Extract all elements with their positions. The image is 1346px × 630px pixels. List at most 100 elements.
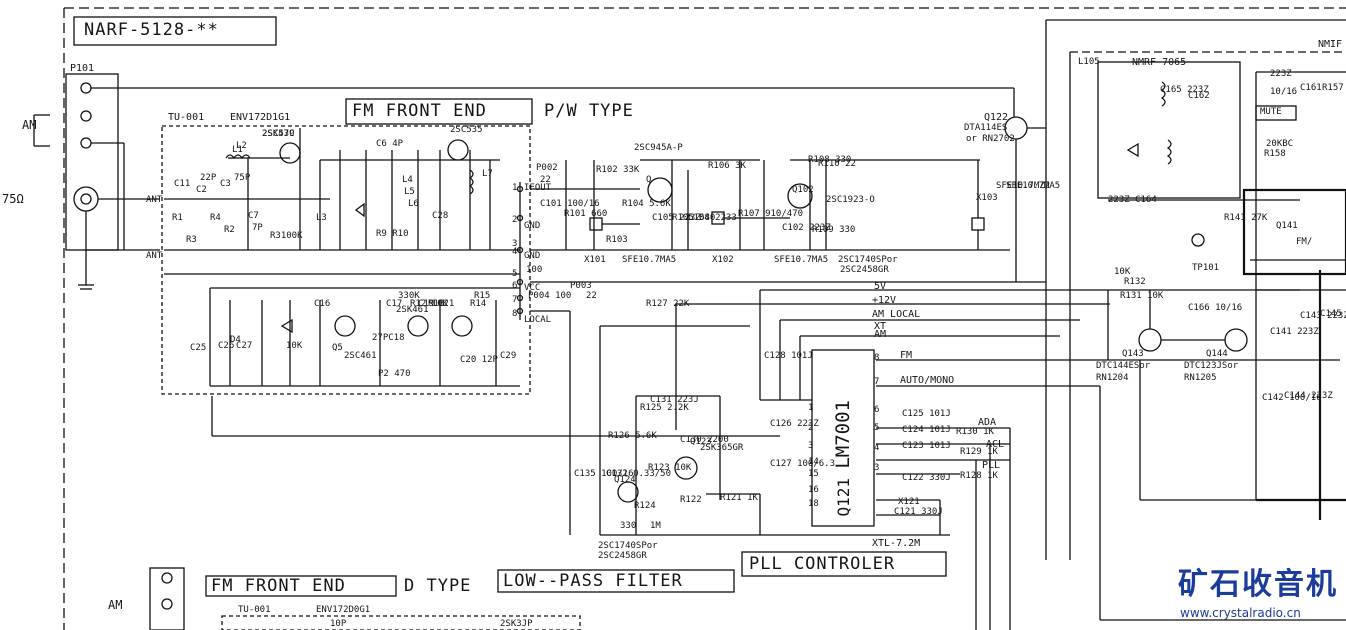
component-label: C26 (218, 341, 235, 351)
component-label: FM/ (1296, 237, 1313, 247)
component-label: R105 680 (672, 213, 716, 223)
component-label: SFE10.7MA5 (774, 255, 829, 265)
component-label: 2SK365GR (700, 443, 744, 453)
p101-label: P101 (70, 63, 95, 74)
component-label: C165 223Z (1160, 85, 1209, 95)
net-xt: XT (874, 321, 887, 332)
component-label: C105 223Z (652, 213, 701, 223)
coil-l7 (468, 169, 474, 195)
component-label: C121 330J (894, 507, 943, 517)
nmif-title: NMIF (1318, 39, 1343, 50)
fm-front-end-d-label-box (205, 575, 397, 597)
component-label: 2SC2458GR (598, 551, 647, 561)
component-label: 2SC2458GR (840, 265, 889, 275)
component-label: 8 (512, 309, 518, 319)
component-label: SFE10.7MA5 (622, 255, 677, 265)
component-label: R106 3K (708, 161, 746, 171)
component-label: C28 (432, 211, 449, 221)
pw-type-title: P/W TYPE (544, 101, 634, 121)
component-label: 2SC461 (344, 351, 377, 361)
component-label: P002 (536, 163, 558, 173)
component-label: C25 (190, 343, 207, 353)
component-label: X121 (898, 497, 920, 507)
component-label: 8 (874, 353, 880, 363)
component-label: P004 100 (528, 291, 572, 301)
net-acl: ACL (986, 439, 1005, 450)
component-label: L105 (1078, 57, 1100, 67)
transistor-q123 (674, 456, 698, 480)
component-label: 2SC1923-O (826, 195, 875, 205)
component-label: C123 101J (902, 441, 951, 451)
component-label: VCC (524, 283, 541, 293)
component-label: TP101 (1192, 263, 1220, 273)
net-ada: ADA (978, 417, 997, 428)
pll-chip-lm7001 (811, 349, 875, 527)
transistor-q144 (1224, 328, 1248, 352)
component-label: GND (524, 251, 541, 261)
component-label: 15 (808, 469, 819, 479)
component-label: 1M (650, 521, 661, 531)
component-label: 14 (808, 457, 819, 467)
component-label: Q124 (614, 475, 636, 485)
component-label: 2 (808, 423, 814, 433)
component-label: MUTE (1260, 107, 1282, 117)
component-label: SFE10.7MZ2 (996, 181, 1051, 191)
component-label: 10/16 (1270, 87, 1298, 97)
component-label: 330 (620, 521, 637, 531)
component-label: C143 223Z (1300, 311, 1346, 321)
component-label: SFE10.7MA5 (1006, 181, 1061, 191)
component-label: C11 (174, 179, 191, 189)
component-label: C145 (1320, 309, 1342, 319)
component-label: C20 12P (460, 355, 498, 365)
component-label: C21 (438, 299, 455, 309)
component-label: R123 10K (648, 463, 692, 473)
connector-p101 (65, 73, 119, 251)
coil-l1 (225, 154, 251, 160)
component-label: C29 (500, 351, 517, 361)
component-label: 7 (512, 295, 518, 305)
component-label: IFOUT (524, 183, 552, 193)
model-title-box (73, 16, 277, 46)
component-label: R107 910/470 (738, 209, 804, 219)
component-label: 20KBC (1266, 139, 1294, 149)
component-label: Q (646, 175, 652, 185)
nmrf-title: NMRF-7065 (1132, 57, 1187, 68)
component-label: C127 100/6.3 (770, 459, 836, 469)
component-label: 6 (512, 281, 518, 291)
component-label: R9 R10 (376, 229, 409, 239)
component-label: 5 (512, 269, 518, 279)
component-label: R157 100K (1322, 83, 1346, 93)
component-label: C131 223J (650, 395, 699, 405)
component-label: Q143 (1122, 349, 1144, 359)
component-label: R130 1K (956, 427, 994, 437)
test-point-tp101 (1191, 233, 1205, 247)
net-am: AM (874, 329, 887, 340)
component-label: C19 (418, 299, 435, 309)
component-label: 5 (874, 423, 880, 433)
component-label: R141 27K (1224, 213, 1268, 223)
component-label: R15 (474, 291, 491, 301)
component-label: C161 (1300, 83, 1322, 93)
component-label: C126 223Z (770, 419, 819, 429)
d-type-title: D TYPE (404, 576, 472, 596)
component-label: R125 2.2K (640, 403, 689, 413)
q122-type: DTA114ES (964, 123, 1008, 133)
q122-label: Q122 (984, 112, 1009, 123)
component-label: 3 (808, 441, 814, 451)
component-label: R126 5.6K (608, 431, 657, 441)
component-label: R131 10K (1120, 291, 1164, 301)
component-label: C6 4P (376, 139, 404, 149)
component-label: L5 (404, 187, 415, 197)
transistor-2sk439 (279, 142, 301, 164)
component-label: 2SC535 (450, 125, 483, 135)
component-label: R129 1K (960, 447, 998, 457)
component-label: X102 (712, 255, 734, 265)
tu-001-d-label: TU-001 (238, 605, 271, 615)
component-label: C135 100/16 (574, 469, 634, 479)
component-label: R122 (680, 495, 702, 505)
component-label: C102 223Z (782, 223, 831, 233)
xtal-label: XTL-7.2M (872, 538, 921, 549)
am-label: AM (22, 118, 37, 132)
component-label: Q144 (1206, 349, 1228, 359)
env-d-label: ENV172D0G1 (316, 605, 371, 615)
